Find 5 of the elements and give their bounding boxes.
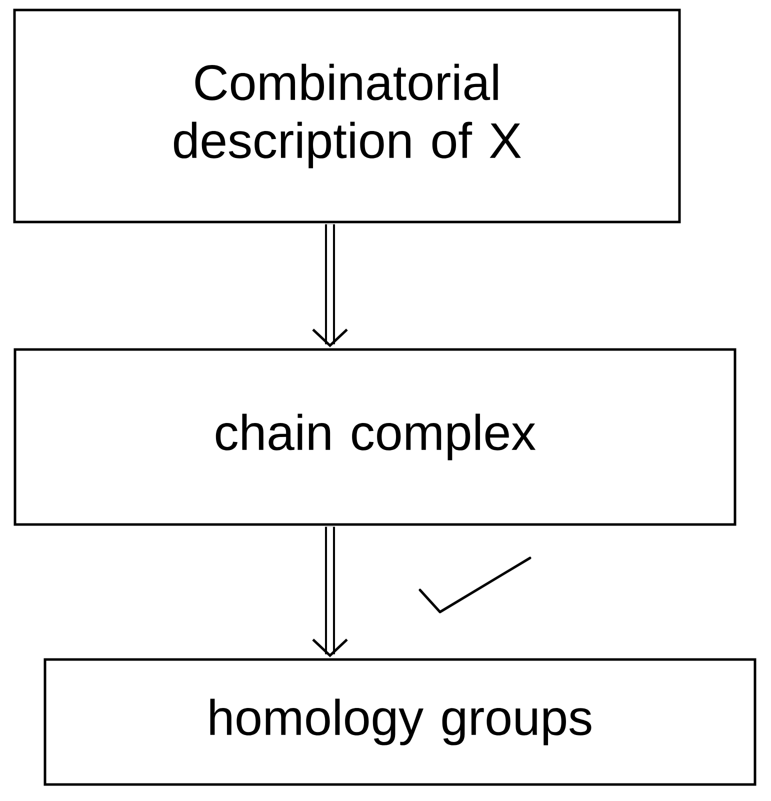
process-box: Combinatorial description of X	[13, 8, 681, 224]
double-arrow	[312, 526, 348, 658]
double-arrow	[312, 224, 348, 348]
process-box: homology groups	[44, 658, 756, 786]
process-box: chain complex	[14, 348, 736, 526]
